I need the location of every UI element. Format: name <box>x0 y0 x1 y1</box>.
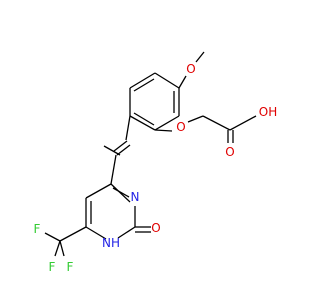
carbonyl-oxygen-label: O <box>225 145 234 159</box>
aromatic-double-bond <box>133 78 155 92</box>
bond <box>54 240 61 257</box>
bond <box>129 72 156 89</box>
bond <box>202 115 231 131</box>
bond <box>116 144 131 156</box>
molecule-diagram: O O O OH N NH O <box>34 51 277 274</box>
fluorine-label: F <box>49 260 56 274</box>
bond <box>129 115 156 131</box>
aromatic-double-bond <box>112 187 130 198</box>
bond <box>85 183 112 199</box>
hydroxyl-label: OH <box>259 105 277 119</box>
ring-nh-label: NH <box>102 236 120 250</box>
bond <box>44 232 61 242</box>
bond <box>110 154 117 185</box>
ring-nitrogen-label: N <box>131 190 140 204</box>
bond <box>125 115 131 141</box>
bond <box>229 115 257 131</box>
fluorine-label: F <box>34 222 41 236</box>
bond <box>117 226 136 239</box>
oxyacetic-acid-group: O O OH <box>154 105 277 159</box>
methoxy-oxygen-label: O <box>186 62 195 76</box>
bond <box>103 145 121 156</box>
bond <box>59 240 65 257</box>
pyrimidinone-oxygen-label: O <box>151 221 160 235</box>
bond <box>178 75 187 89</box>
bond <box>195 51 205 63</box>
bond <box>59 226 87 242</box>
bond <box>187 115 204 123</box>
bond <box>154 72 180 89</box>
bond <box>110 183 131 203</box>
bond <box>154 115 180 131</box>
trifluoromethyl-group: F F F <box>34 222 87 274</box>
bond <box>113 140 128 152</box>
methoxy-group: O <box>178 51 205 89</box>
fluorine-label: F <box>67 260 74 274</box>
structure-canvas: O O O OH N NH O <box>33 51 278 274</box>
vinyl-linker <box>103 115 131 185</box>
aromatic-double-bond <box>133 112 155 126</box>
bond <box>85 226 107 240</box>
ether-oxygen-label: O <box>176 120 185 134</box>
pyrimidinone-ring: N NH O <box>85 183 161 250</box>
bond <box>154 129 173 132</box>
benzene-ring <box>129 72 180 131</box>
